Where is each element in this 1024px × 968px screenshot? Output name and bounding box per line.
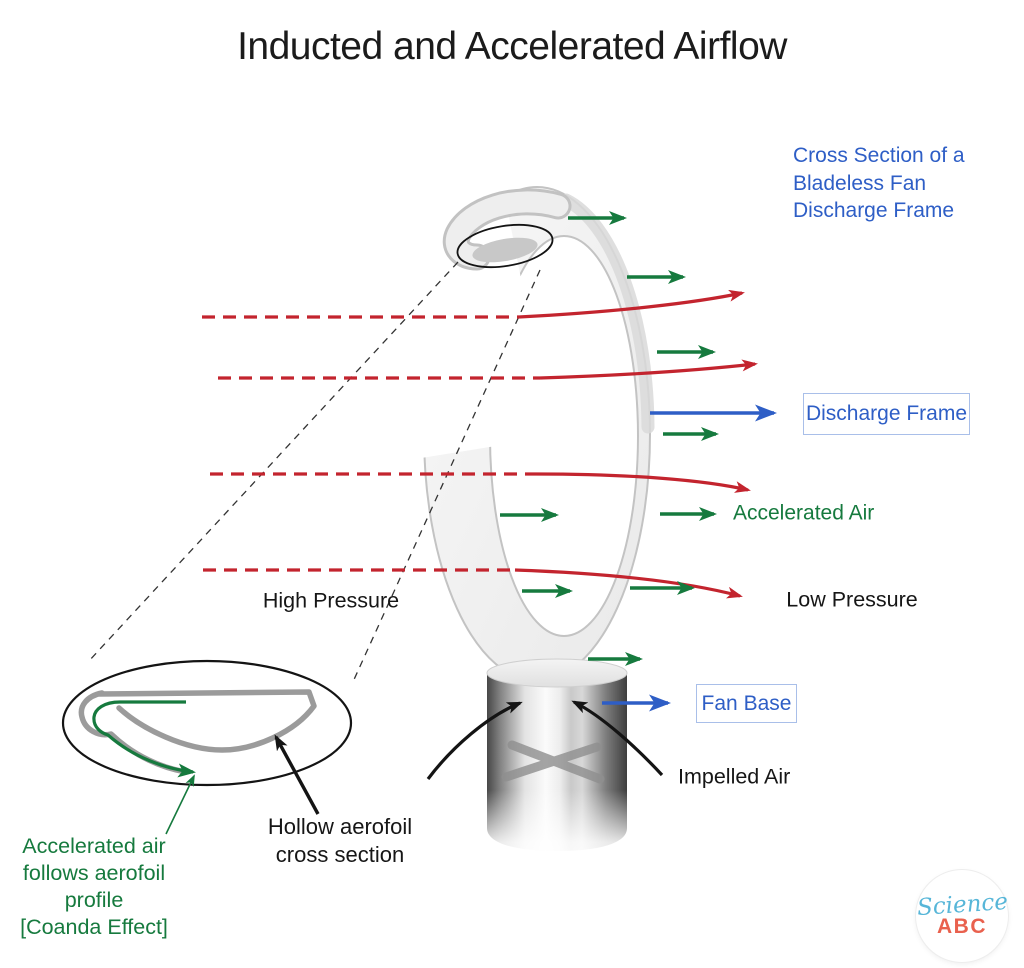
- label-pointer-arrows: [602, 404, 777, 712]
- discharge-frame-label: Discharge Frame: [803, 393, 970, 435]
- impeller-silhouette: [501, 740, 605, 784]
- coanda-line4: [Coanda Effect]: [20, 915, 168, 939]
- cross-section-note-line1: Cross Section of a: [793, 144, 965, 167]
- aerofoil-magnifier-circle: [61, 659, 353, 787]
- ring-cut-end: [442, 188, 572, 271]
- cross-section-note-line2: Bladeless Fan: [793, 171, 927, 195]
- coanda-line3: profile: [64, 888, 124, 912]
- cross-section-note: Cross Section of a Bladeless Fan Dischar…: [793, 142, 965, 225]
- accelerated-air-arrows: [500, 211, 719, 666]
- fan-base-cylinder: [450, 658, 690, 885]
- accelerated-air-label: Accelerated Air: [733, 501, 875, 525]
- low-pressure-label: Low Pressure: [786, 587, 918, 612]
- callout-cone-lines: [87, 261, 541, 685]
- impelled-air-arrows: [426, 700, 664, 780]
- cross-section-note-line3: Discharge Frame: [793, 199, 955, 222]
- hollow-aerofoil-line1: Hollow aerofoil: [267, 814, 413, 839]
- coanda-pointer-line: [165, 774, 195, 835]
- ring-section-gap: [278, 100, 552, 481]
- hollow-aerofoil-label: Hollow aerofoil cross section: [268, 813, 412, 869]
- base-top-face: [486, 658, 628, 688]
- coanda-line2: follows aerofoil: [22, 861, 166, 885]
- logo-caps-text: ABC: [937, 915, 987, 938]
- high-pressure-label: High Pressure: [262, 588, 400, 613]
- logo-script-text: Science: [915, 888, 1009, 922]
- coanda-line1: Accelerated air: [22, 834, 166, 858]
- coanda-effect-label: Accelerated air follows aerofoil profile…: [20, 833, 168, 941]
- science-abc-logo: Science ABC: [916, 870, 1008, 962]
- aerofoil-pointer-arrow: [274, 734, 320, 815]
- hollow-aerofoil-line2: cross section: [275, 842, 405, 867]
- impelled-air-label: Impelled Air: [678, 764, 791, 789]
- coanda-flow-line: [92, 700, 196, 778]
- inducted-air-streamlines: [202, 289, 758, 599]
- section-callout-circle: [456, 223, 554, 269]
- base-fog: [450, 790, 690, 885]
- diagram-title: Inducted and Accelerated Airflow: [237, 25, 787, 68]
- fan-base-label: Fan Base: [696, 684, 797, 723]
- ring-depth-shading: [559, 193, 655, 434]
- aerofoil-cross-section: [78, 689, 317, 775]
